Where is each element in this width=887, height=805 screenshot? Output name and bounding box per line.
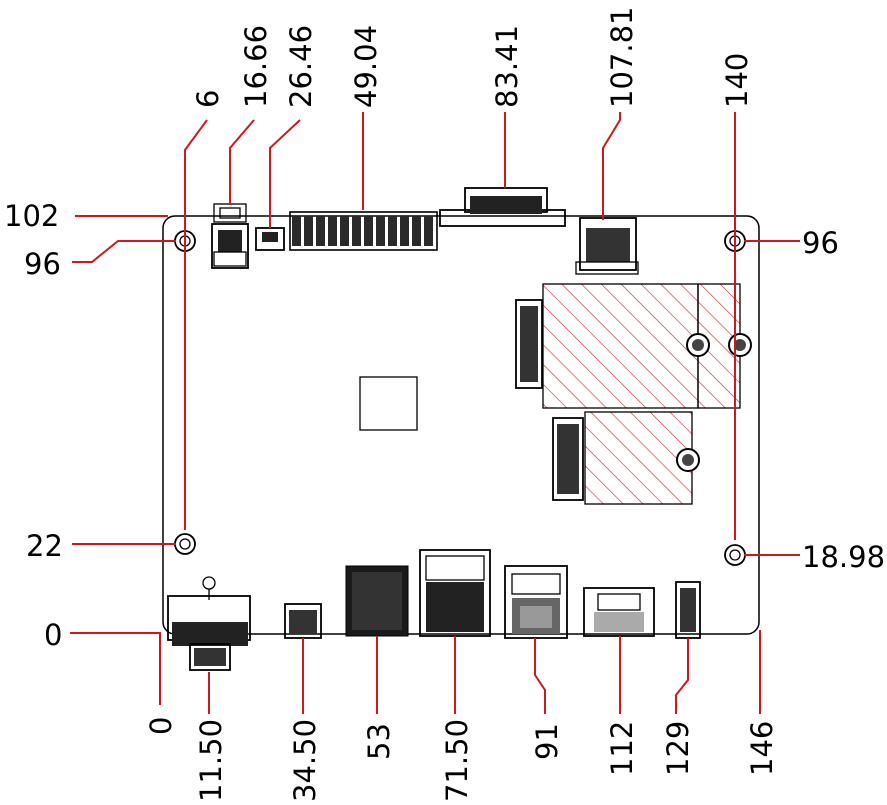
header-pin — [352, 216, 361, 246]
header-pin — [316, 216, 325, 246]
dim-left-22: 22 — [26, 529, 63, 563]
dc-jack-connector — [167, 576, 251, 671]
m2-slot-upper — [515, 283, 752, 409]
dim-top-140: 140 — [720, 53, 754, 108]
power-connector-top — [211, 203, 249, 269]
header-pin — [412, 216, 421, 246]
dim-top-83-41: 83.41 — [490, 25, 524, 108]
dim-right-96: 96 — [802, 226, 839, 260]
pin-header-strip — [289, 211, 438, 251]
dim-top-49-04: 49.04 — [349, 25, 383, 108]
header-pin — [304, 216, 313, 246]
dual-usb-connector — [345, 565, 409, 637]
header-pin — [424, 216, 433, 246]
header-pin — [388, 216, 397, 246]
dim-left-102: 102 — [4, 199, 59, 233]
lan-usb-combo-connector — [419, 549, 491, 637]
dim-bottom-71-50: 71.50 — [440, 719, 474, 802]
header-pin — [292, 216, 301, 246]
dim-bottom-34-50: 34.50 — [288, 719, 322, 802]
cpu-footprint — [359, 376, 418, 431]
top-leaders — [184, 112, 736, 540]
dim-bottom-11-50: 11.50 — [194, 719, 228, 802]
dim-top-26-46: 26.46 — [284, 25, 318, 108]
top-edge-connector — [439, 187, 566, 227]
bottom-leaders — [208, 630, 761, 714]
dim-top-107-81: 107.81 — [605, 7, 639, 108]
card-slot-top-right — [575, 217, 639, 275]
dim-top-6: 6 — [191, 90, 225, 108]
dim-bottom-146: 146 — [745, 721, 779, 776]
dim-top-16-66: 16.66 — [239, 25, 273, 108]
hdmi-dp-connector — [504, 565, 568, 639]
left-leaders — [70, 215, 176, 705]
dim-left-96: 96 — [24, 247, 61, 281]
right-leaders — [744, 240, 800, 556]
header-pin — [340, 216, 349, 246]
header-pin — [364, 216, 373, 246]
rj45-connector — [583, 587, 655, 637]
dim-bottom-0: 0 — [144, 717, 178, 735]
dim-right-18-98: 18.98 — [802, 540, 885, 574]
m2-slot-lower — [552, 411, 700, 505]
usb-connector-small — [284, 603, 322, 639]
dim-bottom-129: 129 — [661, 721, 695, 776]
dim-bottom-112: 112 — [605, 721, 639, 776]
header-pin — [376, 216, 385, 246]
header-pin — [400, 216, 409, 246]
header-pin — [328, 216, 337, 246]
dim-bottom-91: 91 — [530, 723, 564, 760]
dim-left-0: 0 — [44, 618, 62, 652]
dim-bottom-53: 53 — [362, 723, 396, 760]
